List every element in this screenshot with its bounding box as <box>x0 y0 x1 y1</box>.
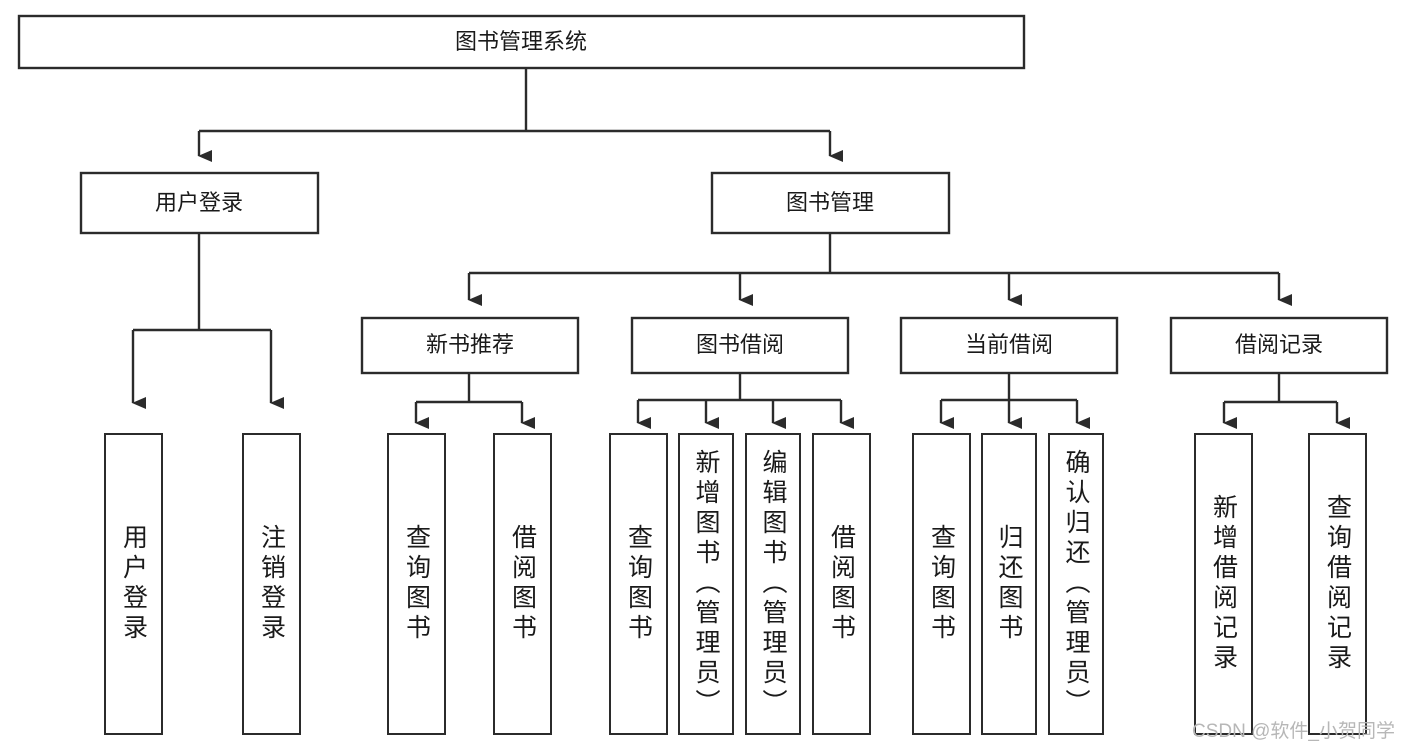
node-book-manage-rect[interactable] <box>710 171 951 235</box>
leaf-node-edit-book[interactable]: 编辑图书（管理员） <box>745 433 801 735</box>
leaf-label-logout-login: 注销登录 <box>257 524 286 644</box>
node-book-borrow-rect[interactable] <box>630 316 850 375</box>
node-book-borrow-label: 图书借阅 <box>696 332 784 357</box>
leaf-label-confirm-return: 确认归还（管理员） <box>1062 449 1090 719</box>
leaf-label-query-book-2: 查询图书 <box>624 524 653 644</box>
leaf-label-query-book-1: 查询图书 <box>402 524 431 644</box>
node-current-borrow[interactable]: 当前借阅 <box>899 316 1119 375</box>
connector-group-book-manage <box>467 233 1292 306</box>
leaf-label-query-record: 查询借阅记录 <box>1323 494 1352 674</box>
leaf-label-add-book: 新增图书（管理员） <box>692 449 720 719</box>
leaf-node-return-book[interactable]: 归还图书 <box>981 433 1037 735</box>
leaf-node-add-record[interactable]: 新增借阅记录 <box>1194 433 1253 735</box>
leaf-node-query-book-3[interactable]: 查询图书 <box>912 433 971 735</box>
node-borrow-record-rect[interactable] <box>1169 316 1389 375</box>
node-current-borrow-label: 当前借阅 <box>965 332 1053 357</box>
leaf-node-borrow-book-2[interactable]: 借阅图书 <box>812 433 871 735</box>
leaf-node-query-book-2[interactable]: 查询图书 <box>609 433 668 735</box>
node-user-login[interactable]: 用户登录 <box>79 171 320 235</box>
node-root[interactable]: 图书管理系统 <box>17 14 1026 70</box>
node-root-label: 图书管理系统 <box>455 29 587 54</box>
node-current-borrow-rect[interactable] <box>899 316 1119 375</box>
leaf-node-query-book-1[interactable]: 查询图书 <box>387 433 446 735</box>
leaf-node-confirm-return[interactable]: 确认归还（管理员） <box>1048 433 1104 735</box>
connector-group-root <box>197 68 843 162</box>
node-user-login-rect[interactable] <box>79 171 320 235</box>
leaf-label-edit-book: 编辑图书（管理员） <box>759 449 787 719</box>
node-root-rect[interactable] <box>17 14 1026 70</box>
leaf-label-borrow-book-1: 借阅图书 <box>508 524 537 644</box>
leaf-node-logout-login[interactable]: 注销登录 <box>242 433 301 735</box>
leaf-label-return-book: 归还图书 <box>995 524 1023 644</box>
node-book-manage[interactable]: 图书管理 <box>710 171 951 235</box>
node-new-book-recommend-rect[interactable] <box>360 316 580 375</box>
connector-group-borrow-record <box>1222 373 1350 429</box>
node-user-login-label: 用户登录 <box>155 190 243 215</box>
connector-group-new-book-recommend <box>414 373 535 429</box>
leaf-label-borrow-book-2: 借阅图书 <box>827 524 856 644</box>
leaf-node-user-login[interactable]: 用户登录 <box>104 433 163 735</box>
leaf-label-query-book-3: 查询图书 <box>927 524 956 644</box>
leaf-label-add-record: 新增借阅记录 <box>1209 494 1238 674</box>
connector-group-user-login <box>131 233 284 409</box>
leaf-node-query-record[interactable]: 查询借阅记录 <box>1308 433 1367 735</box>
node-new-book-recommend-label: 新书推荐 <box>426 332 514 357</box>
node-new-book-recommend[interactable]: 新书推荐 <box>360 316 580 375</box>
node-borrow-record-label: 借阅记录 <box>1235 332 1323 357</box>
leaf-node-add-book[interactable]: 新增图书（管理员） <box>678 433 734 735</box>
connector-group-book-borrow <box>636 373 854 429</box>
connector-group-current-borrow <box>939 373 1090 429</box>
node-borrow-record[interactable]: 借阅记录 <box>1169 316 1389 375</box>
leaf-label-user-login: 用户登录 <box>119 524 148 644</box>
node-book-borrow[interactable]: 图书借阅 <box>630 316 850 375</box>
leaf-node-borrow-book-1[interactable]: 借阅图书 <box>493 433 552 735</box>
node-book-manage-label: 图书管理 <box>786 190 874 215</box>
